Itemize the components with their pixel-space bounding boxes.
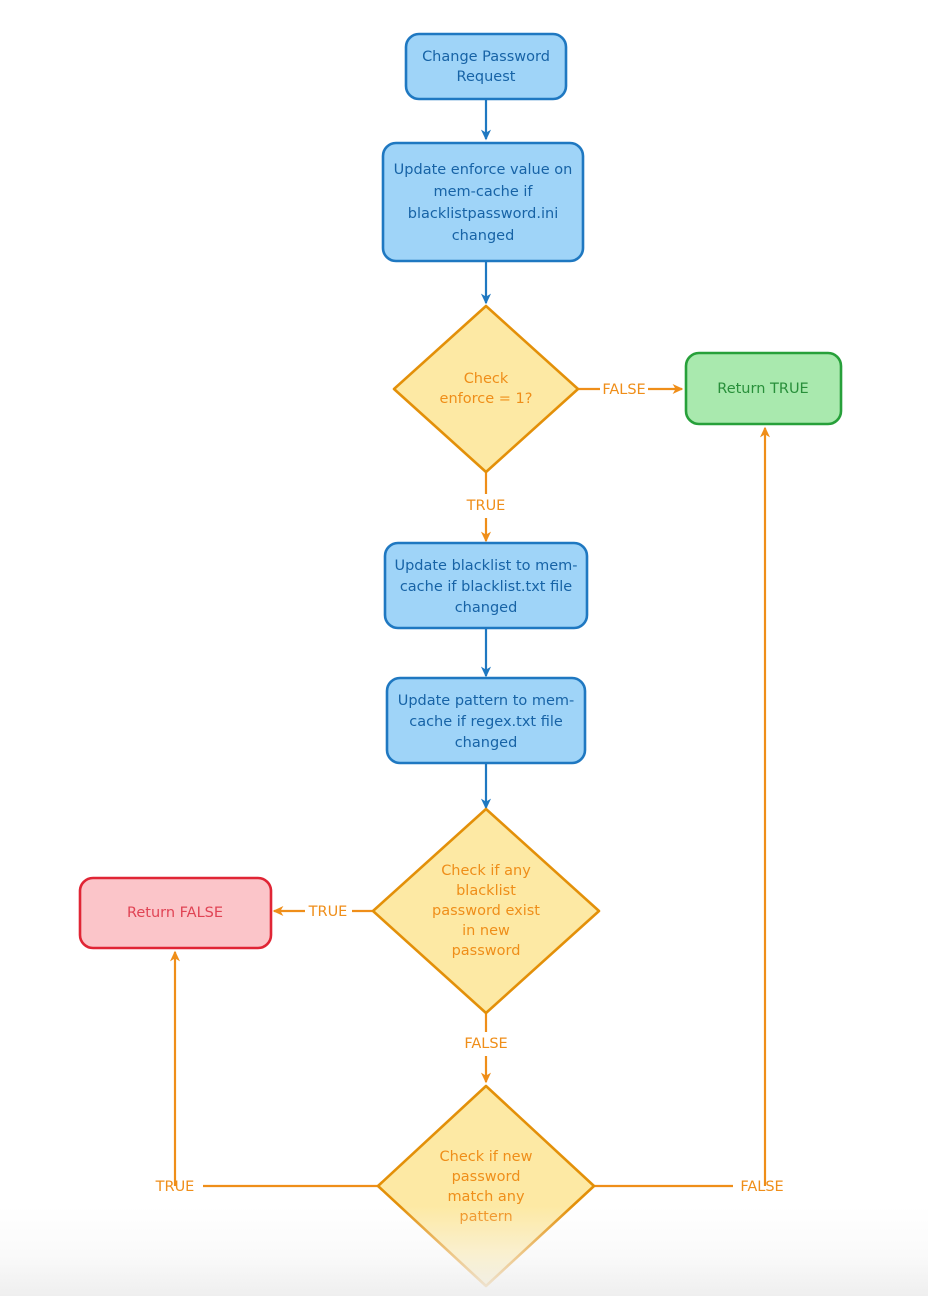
node-label-line-1: Check if new <box>440 1149 533 1165</box>
node-label-line-2: enforce = 1? <box>440 391 533 407</box>
edge-check-pattern-false-to-return-true: FALSE <box>594 426 784 1195</box>
node-check-pattern-decision[interactable]: Check if new password match any pattern <box>376 1084 596 1288</box>
edge-check-blacklist-false-to-check-pattern: FALSE <box>464 1013 508 1084</box>
node-label-line-3: match any <box>447 1189 525 1205</box>
node-check-enforce-decision[interactable]: Check enforce = 1? <box>392 304 580 474</box>
edge-check-enforce-true-to-update-blacklist: TRUE <box>466 472 506 543</box>
node-label-line-3: changed <box>455 600 518 616</box>
node-label-line-2: mem-cache if <box>433 184 533 200</box>
edge-check-blacklist-true-to-return-false: TRUE <box>272 904 373 920</box>
node-label: Return TRUE <box>717 381 808 397</box>
node-shape-diamond[interactable] <box>376 1084 596 1288</box>
node-label-line-1: Check if any <box>441 863 531 879</box>
node-shape-rounded-rect[interactable] <box>78 876 273 950</box>
node-shape-rounded-rect[interactable] <box>404 32 568 101</box>
node-label-line-3: blacklistpassword.ini <box>408 206 558 222</box>
node-label-line-3: password exist <box>432 903 540 919</box>
node-shape-diamond[interactable] <box>392 304 580 474</box>
node-label-line-2: cache if regex.txt file <box>409 714 563 730</box>
node-shape-rounded-rect[interactable] <box>684 351 843 426</box>
node-label-line-3: changed <box>455 735 518 751</box>
node-label-line-2: blacklist <box>456 883 516 899</box>
edge-check-pattern-true-to-return-false: TRUE <box>155 950 378 1195</box>
node-return-true[interactable]: Return TRUE <box>684 351 843 426</box>
node-update-enforce-value[interactable]: Update enforce value on mem-cache if bla… <box>381 141 585 263</box>
node-label-line-4: changed <box>452 228 515 244</box>
edge-label-blacklist-false: FALSE <box>464 1036 507 1052</box>
node-change-password-request[interactable]: Change Password Request <box>404 32 568 101</box>
node-label-line-5: password <box>452 943 521 959</box>
node-label-line-4: in new <box>462 923 510 939</box>
node-label-line-4: pattern <box>459 1209 512 1225</box>
node-label-line-1: Update enforce value on <box>394 162 573 178</box>
node-return-false[interactable]: Return FALSE <box>78 876 273 950</box>
node-label: Return FALSE <box>127 905 223 921</box>
edge-label-pattern-true: TRUE <box>155 1179 195 1195</box>
node-label-line-2: password <box>452 1169 521 1185</box>
node-shape-rounded-rect[interactable] <box>385 676 587 765</box>
node-label-line-1: Update blacklist to mem- <box>394 558 577 574</box>
node-label-line-1: Check <box>464 371 509 387</box>
edge-label-enforce-false: FALSE <box>602 382 645 398</box>
node-shape-rounded-rect[interactable] <box>383 541 589 630</box>
edge-check-enforce-false-to-return-true: FALSE <box>578 382 684 398</box>
node-shape-diamond[interactable] <box>371 807 601 1015</box>
node-update-blacklist[interactable]: Update blacklist to mem- cache if blackl… <box>383 541 589 630</box>
node-label-line-1: Change Password <box>422 49 550 65</box>
node-shape-rounded-rect[interactable] <box>381 141 585 263</box>
node-label-line-1: Update pattern to mem- <box>398 693 575 709</box>
node-label-line-2: cache if blacklist.txt file <box>400 579 572 595</box>
node-check-blacklist-decision[interactable]: Check if any blacklist password exist in… <box>371 807 601 1015</box>
edge-label-pattern-false: FALSE <box>740 1179 783 1195</box>
node-update-pattern[interactable]: Update pattern to mem- cache if regex.tx… <box>385 676 587 765</box>
edge-label-blacklist-true: TRUE <box>308 904 348 920</box>
edge-label-enforce-true: TRUE <box>466 498 506 514</box>
node-label-line-2: Request <box>457 69 516 85</box>
